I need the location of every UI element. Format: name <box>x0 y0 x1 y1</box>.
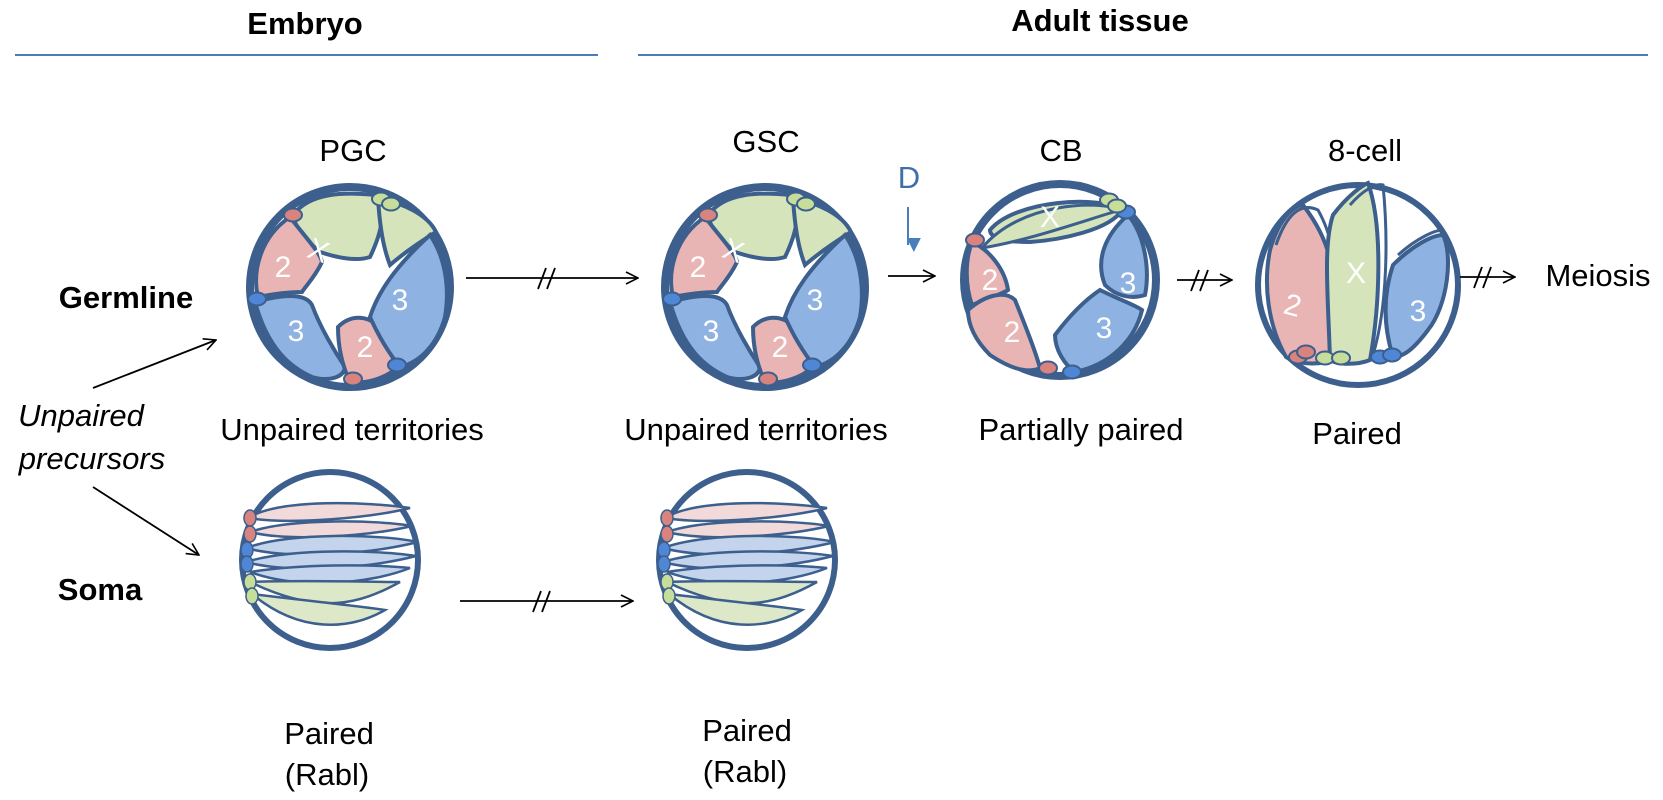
chr-2-label: 2 <box>772 331 789 364</box>
precursor-to-germline-arrow <box>92 340 216 389</box>
soma-embryo-state-line1: Paired <box>284 716 374 751</box>
break-mark <box>1190 269 1200 292</box>
break-mark <box>537 267 547 290</box>
break-mark <box>1482 266 1492 289</box>
break-mark <box>1199 269 1209 292</box>
chr-3-label: 3 <box>1096 312 1113 345</box>
precursor-to-soma-arrow <box>92 486 199 555</box>
embryo-header: Embryo <box>247 6 363 41</box>
break-mark <box>1473 266 1483 289</box>
chr-x-label: X <box>1040 201 1060 234</box>
soma-adult-state-line2: (Rabl) <box>702 754 788 789</box>
chr-2-label: 2 <box>1004 316 1021 349</box>
chr-2-label: 2 <box>982 264 999 297</box>
soma-nucleus-adult <box>658 472 835 648</box>
chr-3-label: 3 <box>703 315 720 348</box>
soma-adult-state-line1: Paired <box>702 713 792 748</box>
chr-2-label: 2 <box>275 251 292 284</box>
germline-row-label: Germline <box>58 280 194 315</box>
chr-3-label: 3 <box>807 284 824 317</box>
stage-8-cell: 8-cell <box>1327 133 1403 168</box>
signal-d-label: D <box>897 160 921 195</box>
chr-3-label: 3 <box>392 284 409 317</box>
chr-3-label: 3 <box>1410 295 1427 328</box>
stage-pgc: PGC <box>319 133 387 168</box>
stage-cb: CB <box>1039 133 1083 168</box>
cb-nucleus: X 2 2 3 3 <box>960 180 1160 380</box>
break-mark <box>546 267 556 290</box>
soma-nucleus-embryo <box>241 472 418 648</box>
pgc-nucleus: X 2 3 2 3 <box>248 187 450 387</box>
chr-2-label: 2 <box>690 251 707 284</box>
eight-cell-state-label: Paired <box>1312 416 1402 451</box>
chr-2-label: 2 <box>357 331 374 364</box>
stage-gsc: GSC <box>732 124 800 159</box>
eight-cell-nucleus: 2 X 3 <box>1255 180 1461 388</box>
precursors-label-line2: precursors <box>18 441 166 476</box>
gsc-state-label: Unpaired territories <box>624 412 888 447</box>
pgc-state-label: Unpaired territories <box>220 412 484 447</box>
chr-3-label: 3 <box>1120 267 1137 300</box>
adult-tissue-header: Adult tissue <box>1011 3 1189 38</box>
soma-embryo-state-line2: (Rabl) <box>284 757 370 792</box>
chr-x-label: X <box>1346 257 1366 290</box>
gsc-nucleus: X 2 3 2 3 <box>663 187 865 387</box>
cb-state-label: Partially paired <box>978 412 1184 447</box>
chr-3-label: 3 <box>288 315 305 348</box>
precursors-label-line1: Unpaired <box>18 398 144 433</box>
break-mark <box>532 590 542 613</box>
break-mark <box>541 590 551 613</box>
stage-meiosis: Meiosis <box>1545 258 1651 293</box>
soma-row-label: Soma <box>57 572 143 607</box>
